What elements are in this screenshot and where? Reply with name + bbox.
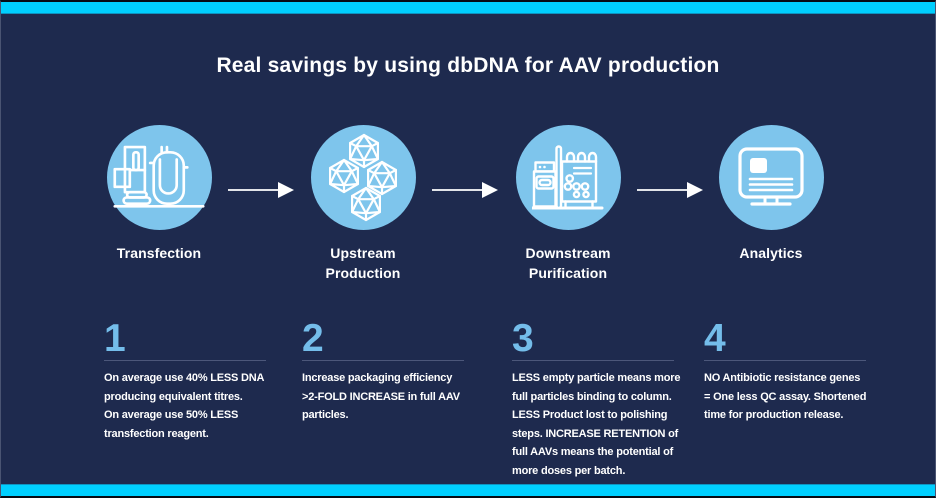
right-arrow-icon <box>432 182 498 198</box>
step-number: 3 <box>512 317 534 360</box>
step-number: 1 <box>104 317 126 360</box>
step-text: NO Antibiotic resistance genes = One les… <box>704 372 867 421</box>
step-4: 4 NO Antibiotic resistance genes = One l… <box>704 319 910 425</box>
stage-circle <box>515 125 621 230</box>
step-1: 1 On average use 40% LESS DNA producing … <box>104 319 310 443</box>
step-text: Increase packaging efficiency >2-FOLD IN… <box>302 372 460 421</box>
stage-circle <box>106 125 212 230</box>
step-divider <box>512 360 674 361</box>
stage-transfection: Transfection <box>74 125 244 263</box>
step-divider <box>104 360 266 361</box>
bottom-accent-bar <box>1 484 935 496</box>
right-arrow-icon <box>637 182 703 198</box>
stage-analytics: Analytics <box>686 125 856 263</box>
step-divider <box>704 360 866 361</box>
stage-label: Upstream Production <box>325 245 401 281</box>
stage-label: Transfection <box>116 245 202 261</box>
stage-label: Analytics <box>739 245 803 261</box>
analytics-monitor-icon <box>738 146 804 206</box>
top-accent-bar <box>1 2 935 14</box>
purification-system-icon <box>532 144 604 209</box>
stage-circle <box>310 125 416 230</box>
step-number: 2 <box>302 317 324 360</box>
stage-downstream-purification: Downstream Purification <box>483 125 653 283</box>
step-3: 3 LESS empty particle means more full pa… <box>512 319 718 480</box>
right-arrow-icon <box>228 182 294 198</box>
step-2: 2 Increase packaging efficiency >2-FOLD … <box>302 319 508 425</box>
step-text: LESS empty particle means more full part… <box>512 372 681 477</box>
step-text: On average use 40% LESS DNA producing eq… <box>104 372 265 440</box>
page-title: Real savings by using dbDNA for AAV prod… <box>216 54 720 77</box>
stage-circle <box>718 125 824 230</box>
step-number: 4 <box>704 317 726 360</box>
transfection-equipment-icon <box>113 145 205 208</box>
aav-capsids-icon <box>329 133 397 221</box>
step-divider <box>302 360 464 361</box>
stage-label: Downstream Purification <box>525 245 611 281</box>
stage-upstream-production: Upstream Production <box>278 125 448 283</box>
